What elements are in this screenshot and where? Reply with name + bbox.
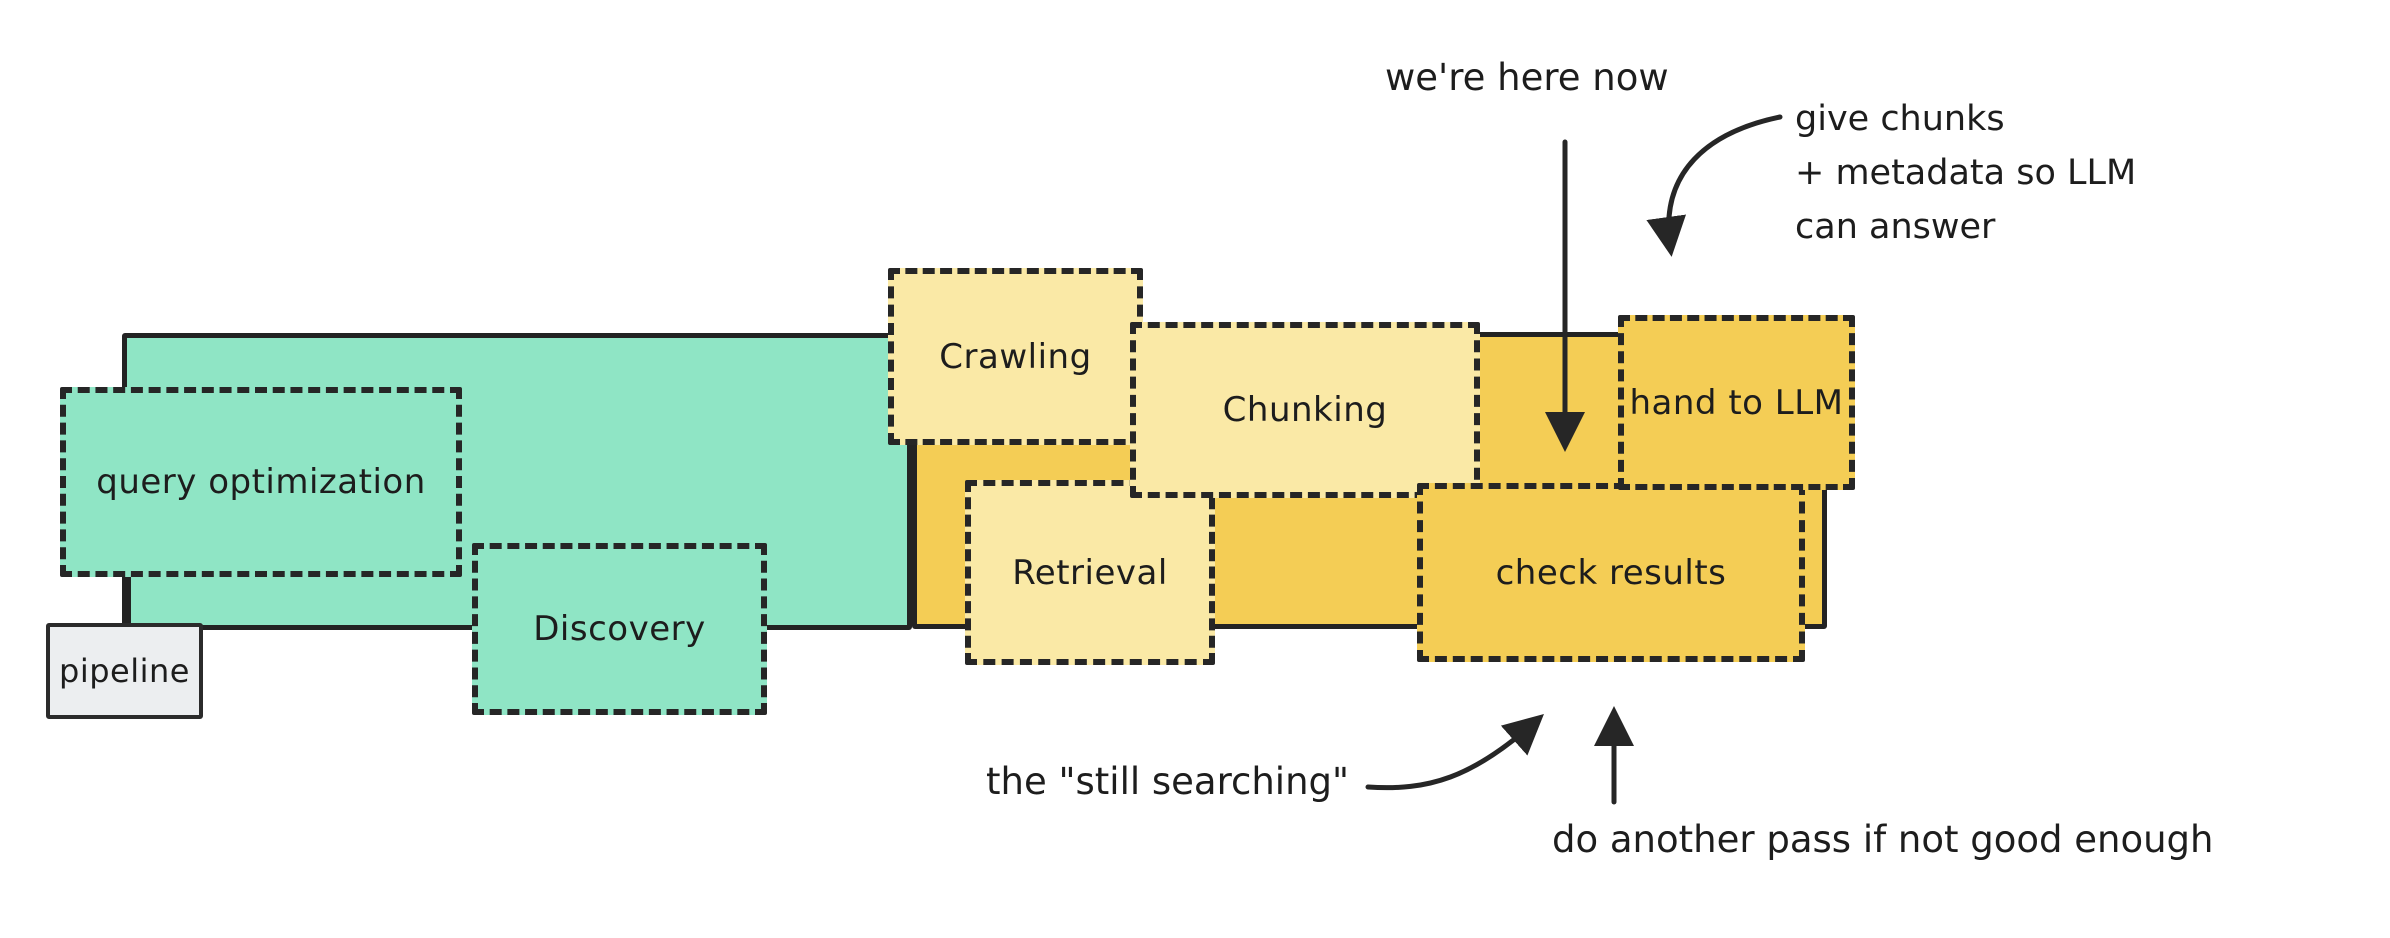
pipeline-tag-box: pipeline xyxy=(46,623,203,719)
annotation-give-chunks-line1: give chunks xyxy=(1795,99,2005,139)
stage-box-chunking: Chunking xyxy=(1130,322,1480,498)
stage-label-query-optimization: query optimization xyxy=(96,462,426,502)
stage-box-discovery: Discovery xyxy=(472,543,767,715)
stage-box-crawling: Crawling xyxy=(888,268,1143,445)
stage-label-crawling: Crawling xyxy=(939,336,1092,377)
stage-label-retrieval: Retrieval xyxy=(1012,552,1168,593)
stage-label-discovery: Discovery xyxy=(533,609,706,649)
annotation-were-here-now: we're here now xyxy=(1385,56,1669,99)
annotation-still-searching: the "still searching" xyxy=(986,760,1350,803)
stage-label-chunking: Chunking xyxy=(1222,390,1388,430)
arrow-still-searching xyxy=(1365,714,1544,791)
annotation-give-chunks: give chunks + metadata so LLM can answer xyxy=(1795,92,2136,254)
stage-box-check-results: check results xyxy=(1417,483,1805,662)
annotation-give-chunks-line2: + metadata so LLM xyxy=(1795,153,2137,193)
pipeline-tag-label: pipeline xyxy=(59,652,190,690)
stage-box-retrieval: Retrieval xyxy=(965,480,1215,665)
stage-label-check-results: check results xyxy=(1495,552,1727,593)
stage-label-hand-to-llm: hand to LLM xyxy=(1629,382,1844,423)
annotation-give-chunks-line3: can answer xyxy=(1795,207,1996,247)
annotation-do-another-pass: do another pass if not good enough xyxy=(1552,818,2214,861)
arrow-give-chunks-to-llm xyxy=(1646,114,1783,257)
pipeline-connector-line xyxy=(126,577,131,627)
stage-box-query-optimization: query optimization xyxy=(60,387,462,577)
stage-box-hand-to-llm: hand to LLM xyxy=(1618,315,1855,490)
